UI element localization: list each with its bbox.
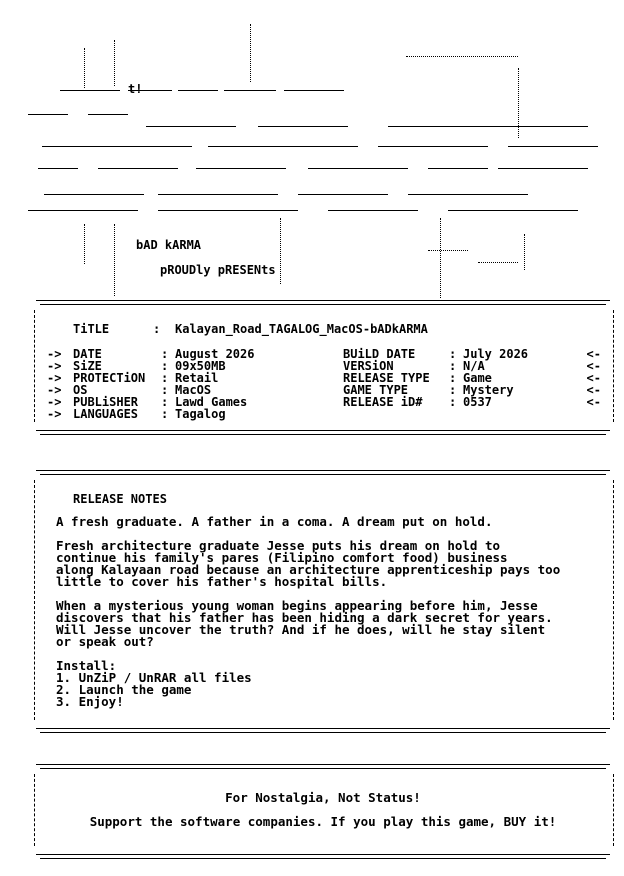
arrow-left: -> — [47, 383, 62, 397]
os-value: MacOS — [175, 383, 212, 397]
info-box: TiTLE : Kalayan_Road_TAGALOG_MacOS-bADkA… — [34, 310, 614, 422]
release-type-value: Game — [463, 371, 492, 385]
arrow-right: <- — [586, 383, 601, 397]
publisher-label: PUBLiSHER — [73, 395, 139, 409]
arrow-left: -> — [47, 359, 62, 373]
ascii-logo: t! — [28, 18, 608, 318]
version-label: VERSiON — [343, 359, 394, 373]
protection-value: Retail — [175, 371, 219, 385]
protection-label: PROTECTiON — [73, 371, 146, 385]
release-type-label: RELEASE TYPE — [343, 371, 430, 385]
arrow-right: <- — [586, 347, 601, 361]
notes-paragraph-1: Fresh architecture graduate Jesse puts h… — [56, 538, 561, 589]
install-instructions: Install: 1. UnZiP / UnRAR all files 2. L… — [56, 658, 252, 709]
info-box-bottom-border — [30, 422, 616, 440]
notes-paragraph-2: When a mysterious young woman begins app… — [56, 598, 553, 649]
os-label: OS — [73, 383, 88, 397]
arrow-left: -> — [47, 407, 62, 421]
title-label: TiTLE — [73, 322, 110, 336]
size-label: SiZE — [73, 359, 102, 373]
notes-tagline: A fresh graduate. A father in a coma. A … — [56, 514, 493, 529]
notes-heading: RELEASE NOTES — [73, 492, 167, 506]
footer-slogan: For Nostalgia, Not Status! — [225, 790, 421, 805]
publisher-value: Lawd Games — [175, 395, 248, 409]
game-type-label: GAME TYPE — [343, 383, 409, 397]
footer-box — [34, 774, 614, 846]
arrow-right: <- — [586, 371, 601, 385]
languages-value: Tagalog — [175, 407, 226, 421]
build-date-label: BUiLD DATE — [343, 347, 416, 361]
footer-box-top-border — [30, 756, 616, 774]
date-value: August 2026 — [175, 347, 255, 361]
title-value: Kalayan_Road_TAGALOG_MacOS-bADkARMA — [175, 322, 428, 336]
notes-box: RELEASE NOTES — [34, 480, 614, 720]
info-box-top-border — [30, 292, 616, 310]
release-id-label: RELEASE iD# — [343, 395, 423, 409]
date-label: DATE — [73, 347, 102, 361]
arrow-right: <- — [586, 395, 601, 409]
arrow-left: -> — [47, 371, 62, 385]
build-date-value: July 2026 — [463, 347, 529, 361]
languages-label: LANGUAGES — [73, 407, 139, 421]
arrow-right: <- — [586, 359, 601, 373]
version-value: N/A — [463, 359, 485, 373]
title-colon: : — [153, 322, 161, 336]
arrow-left: -> — [47, 347, 62, 361]
greet-text: t! — [128, 82, 143, 96]
release-id-value: 0537 — [463, 395, 492, 409]
presents-text: pROUDly pRESENts — [160, 263, 276, 277]
game-type-value: Mystery — [463, 383, 514, 397]
arrow-left: -> — [47, 395, 62, 409]
footer-box-bottom-border — [30, 846, 616, 864]
footer-support-message: Support the software companies. If you p… — [89, 814, 557, 829]
size-value: 09x50MB — [175, 359, 226, 373]
group-name: bAD kARMA — [136, 238, 202, 252]
notes-box-top-border — [30, 462, 616, 480]
notes-box-bottom-border — [30, 720, 616, 738]
